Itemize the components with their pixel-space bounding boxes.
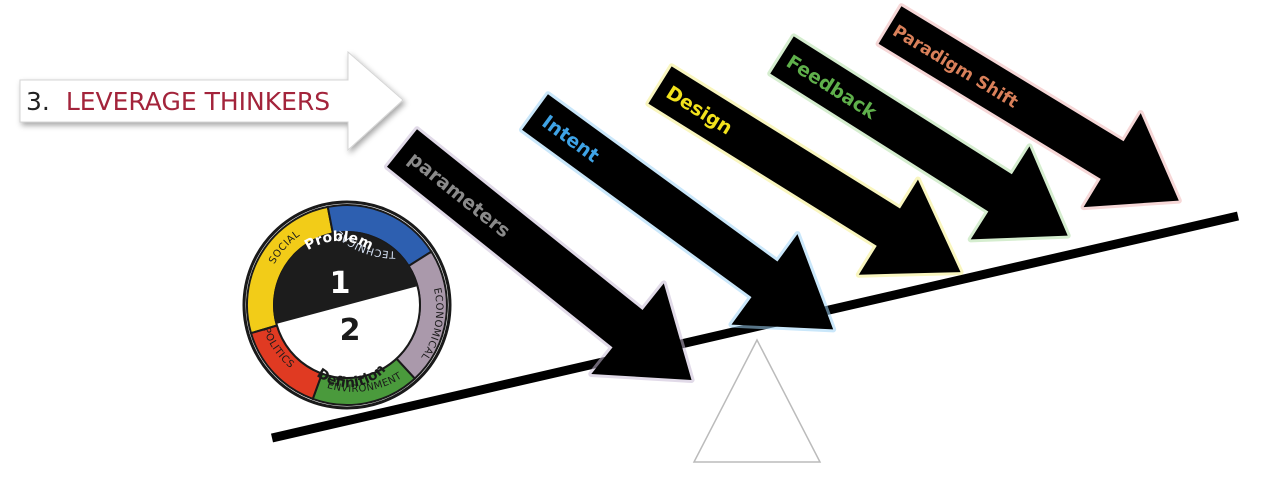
- title-label: LEVERAGE THINKERS: [66, 87, 330, 116]
- arrow-parameters-body: [386, 129, 692, 380]
- arrow-feedback-body: [770, 36, 1068, 240]
- arrow-design-body: [648, 66, 961, 275]
- wheel-number-2: 2: [340, 313, 361, 348]
- problem-wheel: SOCIAL TECHNICAL ECONOMICAL ENVIRONMENT …: [242, 200, 452, 410]
- force-arrows: parameters Intent Design Feedback Paradi…: [383, 3, 1182, 383]
- wheel-number-1: 1: [330, 266, 351, 301]
- fulcrum-triangle: [692, 338, 822, 463]
- title-number: 3.: [26, 87, 50, 116]
- title-arrow: [19, 50, 404, 152]
- title-text: 3. LEVERAGE THINKERS: [26, 87, 330, 116]
- arrow-intent-body: [522, 94, 834, 330]
- wheel-inner-top: [273, 231, 418, 324]
- arrow-paradigm-shift-glow: [875, 3, 1182, 211]
- arrow-paradigm-shift-body: [878, 6, 1179, 208]
